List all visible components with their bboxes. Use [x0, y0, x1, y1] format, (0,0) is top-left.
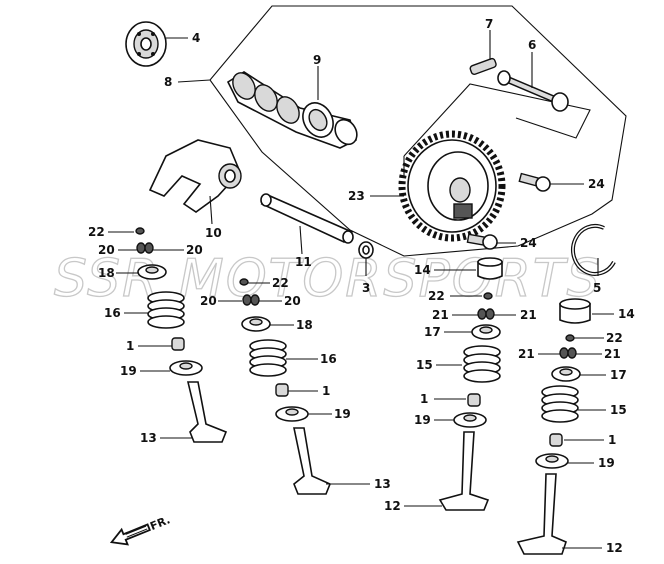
callout-1c: 1	[420, 392, 428, 406]
callout-22c: 22	[428, 289, 445, 303]
callout-17b: 17	[610, 368, 627, 382]
callout-8: 8	[164, 75, 172, 89]
callout-4: 4	[192, 31, 200, 45]
inner-outline	[403, 83, 591, 157]
callout-3: 3	[362, 281, 370, 295]
callout-20d: 20	[284, 294, 301, 308]
ring-part-3	[358, 241, 374, 259]
callout-19a: 19	[120, 364, 137, 378]
callout-12a: 12	[384, 499, 401, 513]
circlip-part-5	[571, 223, 616, 276]
callout-22b: 22	[272, 276, 289, 290]
callout-20a: 20	[98, 243, 115, 257]
direction-label: FR.	[148, 513, 172, 533]
callout-22a: 22	[88, 225, 105, 239]
callout-24b: 24	[520, 236, 537, 250]
callout-24a: 24	[588, 177, 605, 191]
callout-23: 23	[348, 189, 365, 203]
front-direction-arrow: FR.	[109, 513, 172, 546]
callout-1d: 1	[608, 433, 616, 447]
callout-11: 11	[295, 255, 312, 269]
callout-16b: 16	[320, 352, 337, 366]
callout-18a: 18	[98, 266, 115, 280]
callout-20b: 20	[186, 243, 203, 257]
bolt-part-24-lower	[466, 233, 498, 250]
holder-outline	[209, 5, 627, 257]
callout-19d: 19	[598, 456, 615, 470]
valve-stack-center-right	[438, 257, 503, 511]
callout-22d: 22	[606, 331, 623, 345]
watermark: SSR MOTORSPORTS	[54, 249, 602, 309]
camshaft-part-9	[226, 71, 358, 149]
callout-5: 5	[593, 281, 601, 295]
callout-1b: 1	[322, 384, 330, 398]
callout-16a: 16	[104, 306, 121, 320]
callout-15a: 15	[416, 358, 433, 372]
sprocket-part-23	[398, 130, 506, 242]
callout-21b: 21	[520, 308, 537, 322]
callout-18b: 18	[296, 318, 313, 332]
valve-stack-left	[135, 227, 228, 443]
valve-stack-center-left	[239, 278, 332, 495]
callout-15b: 15	[610, 403, 627, 417]
pin-part-7	[469, 57, 497, 75]
bearing-part-4	[125, 21, 167, 67]
bolt-part-6	[497, 70, 569, 112]
callout-21d: 21	[604, 347, 621, 361]
callout-7: 7	[485, 17, 493, 31]
callout-6: 6	[528, 38, 536, 52]
callout-19c: 19	[414, 413, 431, 427]
valve-stack-right	[516, 298, 591, 555]
callout-9: 9	[313, 53, 321, 67]
callout-13a: 13	[140, 431, 157, 445]
bolt-part-24-upper	[518, 172, 551, 192]
callout-17a: 17	[424, 325, 441, 339]
callout-1a: 1	[126, 339, 134, 353]
rocker-arm-part-10	[148, 139, 242, 213]
callout-10: 10	[205, 226, 222, 240]
rocker-shaft-part-11	[260, 193, 354, 244]
callout-19b: 19	[334, 407, 351, 421]
callout-20c: 20	[200, 294, 217, 308]
callout-21a: 21	[432, 308, 449, 322]
callout-14a: 14	[414, 263, 431, 277]
callout-21c: 21	[518, 347, 535, 361]
callout-14b: 14	[618, 307, 635, 321]
callout-13b: 13	[374, 477, 391, 491]
callout-12b: 12	[606, 541, 623, 555]
